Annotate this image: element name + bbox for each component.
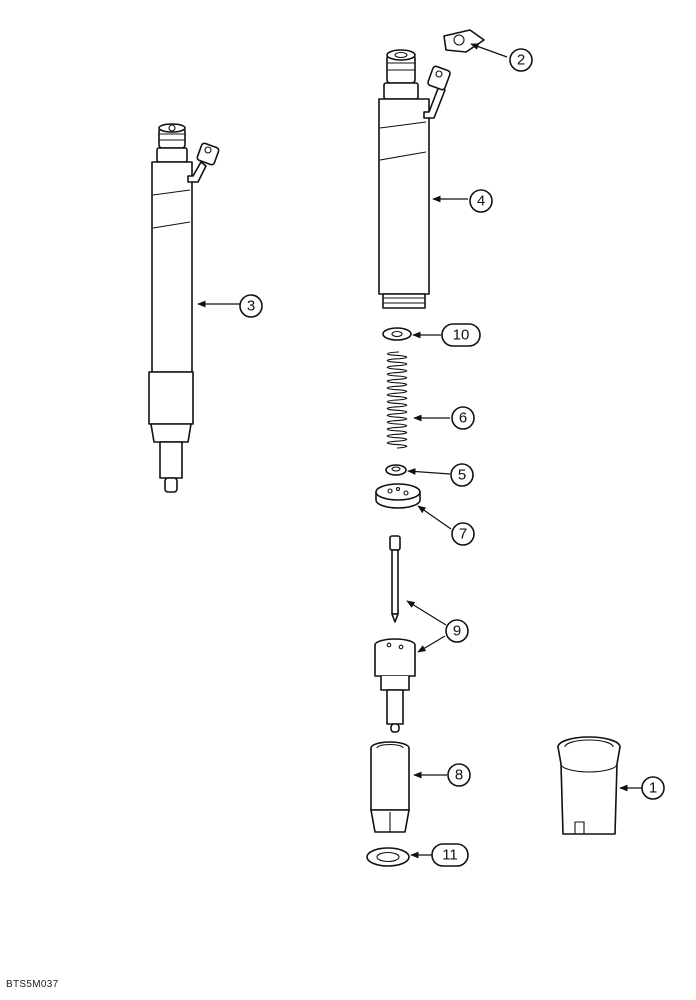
callout-11: 11 [431, 843, 469, 867]
callout-10: 10 [441, 323, 481, 347]
callout-3: 3 [239, 294, 263, 318]
callout-7-label: 7 [459, 526, 467, 543]
callout-8: 8 [447, 763, 471, 787]
callout-2-label: 2 [517, 52, 525, 69]
sleeve-part [557, 736, 621, 835]
callout-6: 6 [451, 406, 475, 430]
callout-1-label: 1 [649, 780, 657, 797]
assembled-injector-part [148, 123, 220, 493]
injector-body-part [378, 49, 451, 309]
callout-6-label: 6 [459, 410, 467, 427]
spring-seat-part [385, 464, 407, 476]
clip-part [443, 29, 485, 53]
leader-7 [417, 505, 452, 530]
callout-5-label: 5 [458, 467, 466, 484]
leader-5 [407, 468, 451, 475]
callout-9-label: 9 [453, 623, 461, 640]
leader-9b [417, 635, 446, 653]
callout-3-label: 3 [247, 298, 255, 315]
callout-4: 4 [469, 189, 493, 213]
callout-8-label: 8 [455, 767, 463, 784]
nozzle-body-part [374, 638, 416, 733]
spring-part [386, 351, 408, 449]
callout-11-label: 11 [442, 847, 458, 864]
callout-4-label: 4 [477, 193, 485, 210]
figure-code: BTS5M037 [6, 979, 59, 990]
callout-7: 7 [451, 522, 475, 546]
washer-part [366, 847, 410, 867]
callout-5: 5 [450, 463, 474, 487]
leader-lines [197, 43, 642, 859]
nozzle-nut-part [370, 741, 410, 833]
callout-2: 2 [509, 48, 533, 72]
leader-2 [470, 43, 508, 58]
callout-10-label: 10 [453, 327, 470, 344]
callout-9: 9 [445, 619, 469, 643]
nozzle-needle-part [389, 535, 401, 623]
intermediate-plate-part [375, 483, 421, 509]
shim-part [382, 327, 412, 341]
callout-1: 1 [641, 776, 665, 800]
leader-9a [406, 600, 447, 626]
